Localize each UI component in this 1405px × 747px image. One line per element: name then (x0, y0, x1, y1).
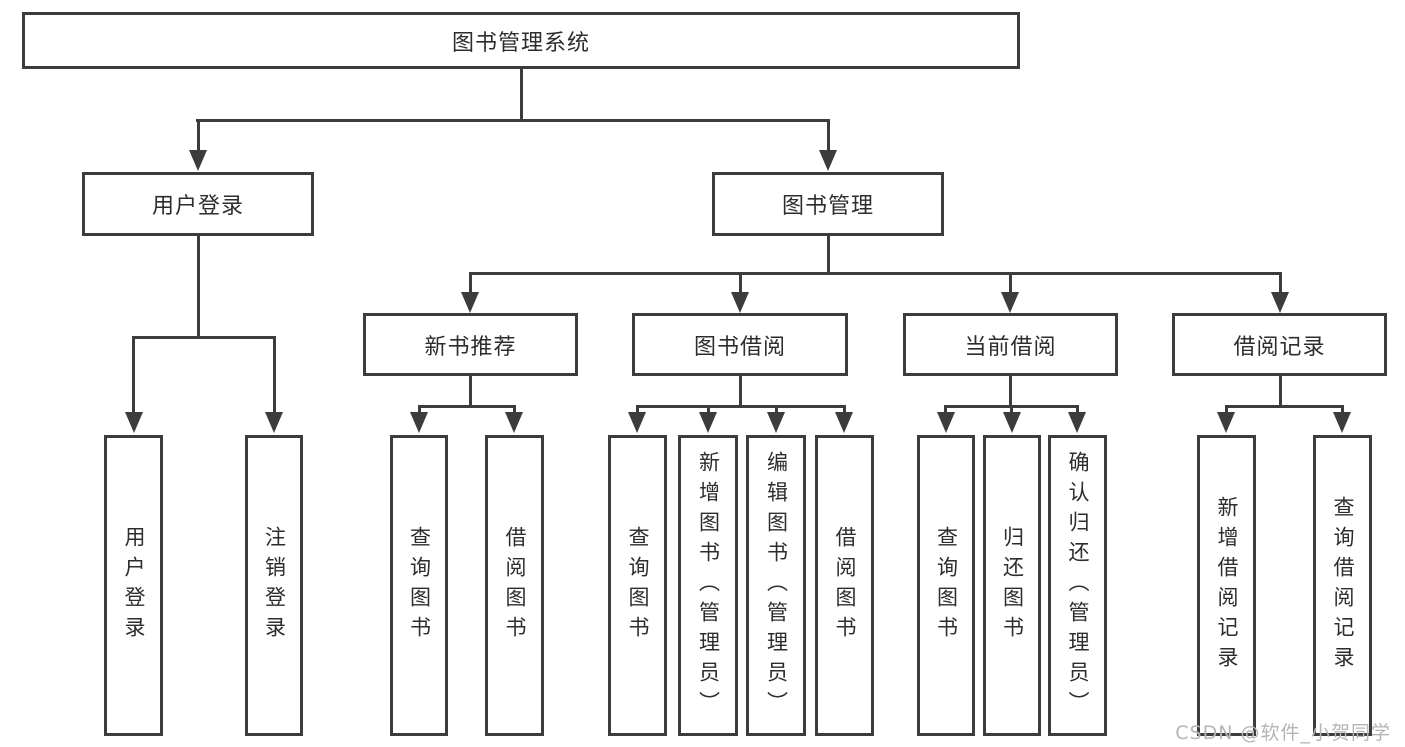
arrowhead-book-management (819, 150, 837, 171)
edge-stem-book-management (827, 119, 830, 152)
edge-g2-trunk (739, 376, 742, 405)
leaf-edit-books-admin-label: 编辑图书（管理员） (764, 450, 789, 721)
arrowhead-g2-4 (835, 412, 853, 433)
leaf-current-query-books-label: 查询图书 (934, 525, 959, 646)
leaf-borrow-query-books-label: 查询图书 (626, 525, 650, 646)
leaf-newbook-borrow-books-label: 借阅图书 (503, 525, 527, 646)
arrowhead-g1-1 (410, 412, 428, 433)
leaf-return-books: 归还图书 (983, 435, 1041, 736)
edge-book-management-hbar (469, 272, 1282, 275)
arrowhead-g4-1 (1217, 412, 1235, 433)
edge-g3-stem-3 (1076, 405, 1079, 414)
arrowhead-g1-2 (505, 412, 523, 433)
leaf-confirm-return-admin-label: 确认归还（管理员） (1066, 450, 1090, 721)
leaf-add-books-admin-label: 新增图书（管理员） (696, 450, 721, 721)
node-borrow-records: 借阅记录 (1172, 313, 1387, 376)
watermark-text: CSDN @软件_小贺同学 (1175, 722, 1391, 744)
arrowhead-logout-leaf (265, 412, 283, 433)
leaf-logout-label: 注销登录 (262, 525, 287, 646)
edge-stem-borrow-records (1279, 272, 1282, 294)
node-book-borrow: 图书借阅 (632, 313, 848, 376)
leaf-user-login-label: 用户登录 (122, 525, 146, 646)
edge-g2-stem-2 (707, 405, 710, 414)
edge-g3-trunk (1009, 376, 1012, 405)
arrowhead-user-login (189, 150, 207, 171)
leaf-query-borrow-record: 查询借阅记录 (1313, 435, 1372, 736)
edge-g4-hbar (1225, 405, 1344, 408)
arrowhead-g3-1 (937, 412, 955, 433)
node-book-management: 图书管理 (712, 172, 944, 236)
leaf-borrow-query-books: 查询图书 (608, 435, 667, 736)
arrowhead-g2-2 (699, 412, 717, 433)
leaf-edit-books-admin: 编辑图书（管理员） (746, 435, 806, 736)
edge-stem-user-login (197, 119, 200, 152)
leaf-confirm-return-admin: 确认归还（管理员） (1048, 435, 1107, 736)
leaf-add-books-admin: 新增图书（管理员） (678, 435, 738, 736)
edge-g4-stem-1 (1225, 405, 1228, 414)
leaf-logout: 注销登录 (245, 435, 303, 736)
leaf-query-borrow-record-label: 查询借阅记录 (1331, 495, 1355, 676)
edge-g2-stem-4 (843, 405, 846, 414)
edge-g1-stem-2 (513, 405, 516, 414)
leaf-return-books-label: 归还图书 (1000, 525, 1025, 646)
arrowhead-g4-2 (1333, 412, 1351, 433)
arrowhead-new-book (461, 292, 479, 313)
node-user-login: 用户登录 (82, 172, 314, 236)
edge-g1-stem-1 (418, 405, 421, 414)
edge-user-login-trunk (197, 236, 200, 336)
edge-g3-stem-1 (944, 405, 947, 414)
edge-user-login-hbar (132, 336, 276, 339)
leaf-newbook-borrow-books: 借阅图书 (485, 435, 544, 736)
edge-g3-stem-2 (1010, 405, 1013, 414)
edge-stem-book-borrow (739, 272, 742, 294)
arrowhead-g2-1 (628, 412, 646, 433)
node-current-borrow: 当前借阅 (903, 313, 1118, 376)
leaf-borrow-books: 借阅图书 (815, 435, 874, 736)
arrowhead-login-leaf (125, 412, 143, 433)
edge-root-trunk (520, 69, 523, 119)
edge-stem-current-borrow (1009, 272, 1012, 294)
edge-root-hbar (196, 119, 830, 122)
arrowhead-book-borrow (731, 292, 749, 313)
arrowhead-g3-3 (1068, 412, 1086, 433)
leaf-current-query-books: 查询图书 (917, 435, 975, 736)
node-new-book-recommend: 新书推荐 (363, 313, 578, 376)
edge-stem-logout-leaf (273, 336, 276, 413)
leaf-newbook-query-books-label: 查询图书 (407, 525, 432, 646)
edge-stem-new-book (469, 272, 472, 294)
edge-g1-trunk (469, 376, 472, 405)
leaf-add-borrow-record-label: 新增借阅记录 (1215, 495, 1239, 676)
edge-stem-login-leaf (132, 336, 135, 413)
edge-g2-stem-3 (775, 405, 778, 414)
edge-g2-stem-1 (636, 405, 639, 414)
edge-g4-stem-2 (1341, 405, 1344, 414)
arrowhead-borrow-records (1271, 292, 1289, 313)
edge-g2-hbar (636, 405, 846, 408)
leaf-newbook-query-books: 查询图书 (390, 435, 448, 736)
arrowhead-g2-3 (767, 412, 785, 433)
leaf-user-login: 用户登录 (104, 435, 163, 736)
arrowhead-current-borrow (1001, 292, 1019, 313)
edge-book-management-trunk (827, 236, 830, 272)
edge-g1-hbar (418, 405, 516, 408)
edge-g4-trunk (1279, 376, 1282, 405)
arrowhead-g3-2 (1003, 412, 1021, 433)
node-root: 图书管理系统 (22, 12, 1020, 69)
leaf-borrow-books-label: 借阅图书 (833, 525, 857, 646)
leaf-add-borrow-record: 新增借阅记录 (1197, 435, 1256, 736)
